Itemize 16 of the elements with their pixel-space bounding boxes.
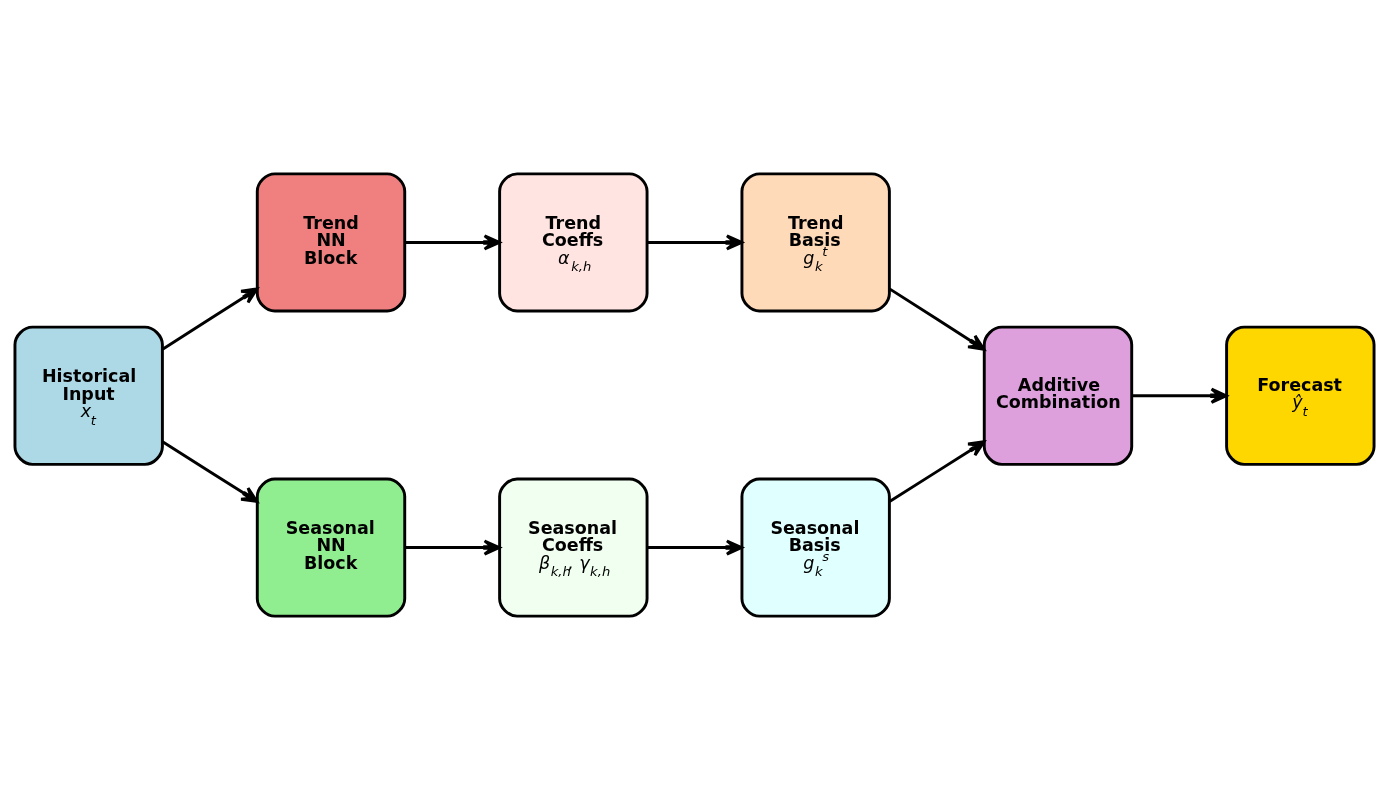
arrow: [161, 440, 259, 503]
node-box: Forecast ŷ$_{t}$: [1225, 325, 1376, 466]
node-box: Seasonal Coeffs β$_{k,h}$, γ$_{k,h}$: [498, 477, 649, 618]
arrow: [161, 287, 259, 351]
arrow: [888, 440, 986, 503]
arrow: [404, 539, 501, 556]
node-box: Trend NN Block: [255, 172, 407, 313]
arrow: [647, 539, 743, 556]
arrow: [888, 287, 986, 351]
node-box: Historical Input x$_{t}$: [13, 325, 164, 466]
arrow: [647, 234, 743, 251]
node-box: Trend Coeffs α$_{k,h}$: [498, 172, 649, 313]
arrow: [1131, 387, 1228, 404]
arrow: [404, 234, 501, 251]
node-box: Seasonal NN Block: [255, 477, 407, 618]
node-box: Additive Combination: [982, 325, 1134, 466]
